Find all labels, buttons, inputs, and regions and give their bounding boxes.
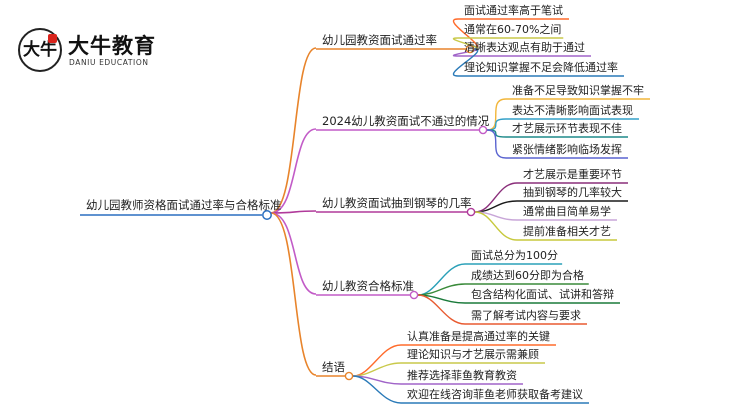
branch-node[interactable]: 幼儿教资面试抽到钢琴的几率 bbox=[322, 196, 472, 210]
leaf-node[interactable]: 面试通过率高于笔试 bbox=[464, 3, 563, 17]
branch-node[interactable]: 幼儿园教资面试通过率 bbox=[322, 33, 437, 47]
branch-toggle-icon[interactable] bbox=[465, 44, 475, 54]
leaf-connector bbox=[474, 182, 518, 213]
leaf-connector bbox=[486, 118, 507, 131]
leaf-connector bbox=[486, 129, 507, 159]
leaf-node[interactable]: 清晰表达观点有助于通过 bbox=[464, 40, 585, 54]
leaf-node[interactable]: 认真准备是提高通过率的关键 bbox=[407, 329, 550, 343]
leaf-node[interactable]: 才艺展示是重要环节 bbox=[523, 167, 622, 181]
leaf-node[interactable]: 理论知识与才艺展示需兼顾 bbox=[407, 347, 539, 361]
branch-node[interactable]: 幼儿教资合格标准 bbox=[322, 279, 414, 293]
leaf-node[interactable]: 表达不清晰影响面试表现 bbox=[512, 103, 633, 117]
leaf-connector bbox=[486, 129, 507, 138]
leaf-connector bbox=[352, 375, 402, 404]
leaf-node[interactable]: 通常曲目简单易学 bbox=[523, 204, 611, 218]
leaf-node[interactable]: 紧张情绪影响临场发挥 bbox=[512, 142, 622, 156]
logo: 大牛 大牛教育 DANIU EDUCATION bbox=[18, 28, 178, 74]
leaf-node[interactable]: 抽到钢琴的几率较大 bbox=[523, 185, 622, 199]
leaf-node[interactable]: 欢迎在线咨询菲鱼老师获取备考建议 bbox=[407, 387, 583, 401]
leaf-node[interactable]: 面试总分为100分 bbox=[471, 248, 558, 262]
branch-toggle-icon[interactable] bbox=[409, 290, 419, 300]
logo-subtitle: DANIU EDUCATION bbox=[69, 58, 149, 67]
root-node[interactable]: 幼儿园教师资格面试通过率与合格标准 bbox=[86, 198, 282, 212]
branch-connector bbox=[270, 128, 317, 214]
leaf-node[interactable]: 理论知识掌握不足会降低通过率 bbox=[464, 60, 618, 74]
leaf-node[interactable]: 才艺展示环节表现不佳 bbox=[512, 121, 622, 135]
leaf-connector bbox=[453, 48, 479, 77]
leaf-node[interactable]: 成绩达到60分即为合格 bbox=[471, 268, 584, 282]
leaf-node[interactable]: 包含结构化面试、试讲和答辩 bbox=[471, 287, 614, 301]
nodes: 幼儿园教师资格面试通过率与合格标准 幼儿园教资面试通过率 面试通过率高于笔试通常在6… bbox=[86, 3, 644, 401]
branch-connector bbox=[270, 47, 317, 214]
leaf-connector bbox=[417, 294, 466, 325]
branch-connector bbox=[270, 212, 317, 376]
leaf-connector bbox=[474, 211, 518, 241]
logo-name: 大牛教育 bbox=[68, 34, 156, 58]
logo-mark-icon: 大牛 bbox=[18, 28, 62, 72]
branch-connector bbox=[270, 212, 317, 295]
leaf-node[interactable]: 通常在60-70%之间 bbox=[464, 22, 561, 36]
root-toggle-icon[interactable] bbox=[262, 210, 272, 220]
leaf-node[interactable]: 推荐选择菲鱼教育教资 bbox=[407, 368, 517, 382]
branch-toggle-icon[interactable] bbox=[466, 207, 476, 217]
leaf-node[interactable]: 准备不足导致知识掌握不牢 bbox=[512, 83, 644, 97]
leaf-connector bbox=[417, 263, 466, 296]
branch-toggle-icon[interactable] bbox=[478, 125, 488, 135]
leaf-connector bbox=[486, 98, 507, 131]
connector-lines bbox=[80, 18, 650, 404]
leaf-node[interactable]: 提前准备相关才艺 bbox=[523, 224, 611, 238]
branch-connector bbox=[270, 210, 317, 214]
leaf-node[interactable]: 需了解考试内容与要求 bbox=[471, 308, 581, 322]
branch-node[interactable]: 结语 bbox=[322, 360, 345, 374]
leaf-connector bbox=[352, 344, 402, 377]
branch-node[interactable]: 2024幼儿教资面试不通过的情况 bbox=[322, 114, 490, 128]
branch-toggle-icon[interactable] bbox=[344, 371, 354, 381]
